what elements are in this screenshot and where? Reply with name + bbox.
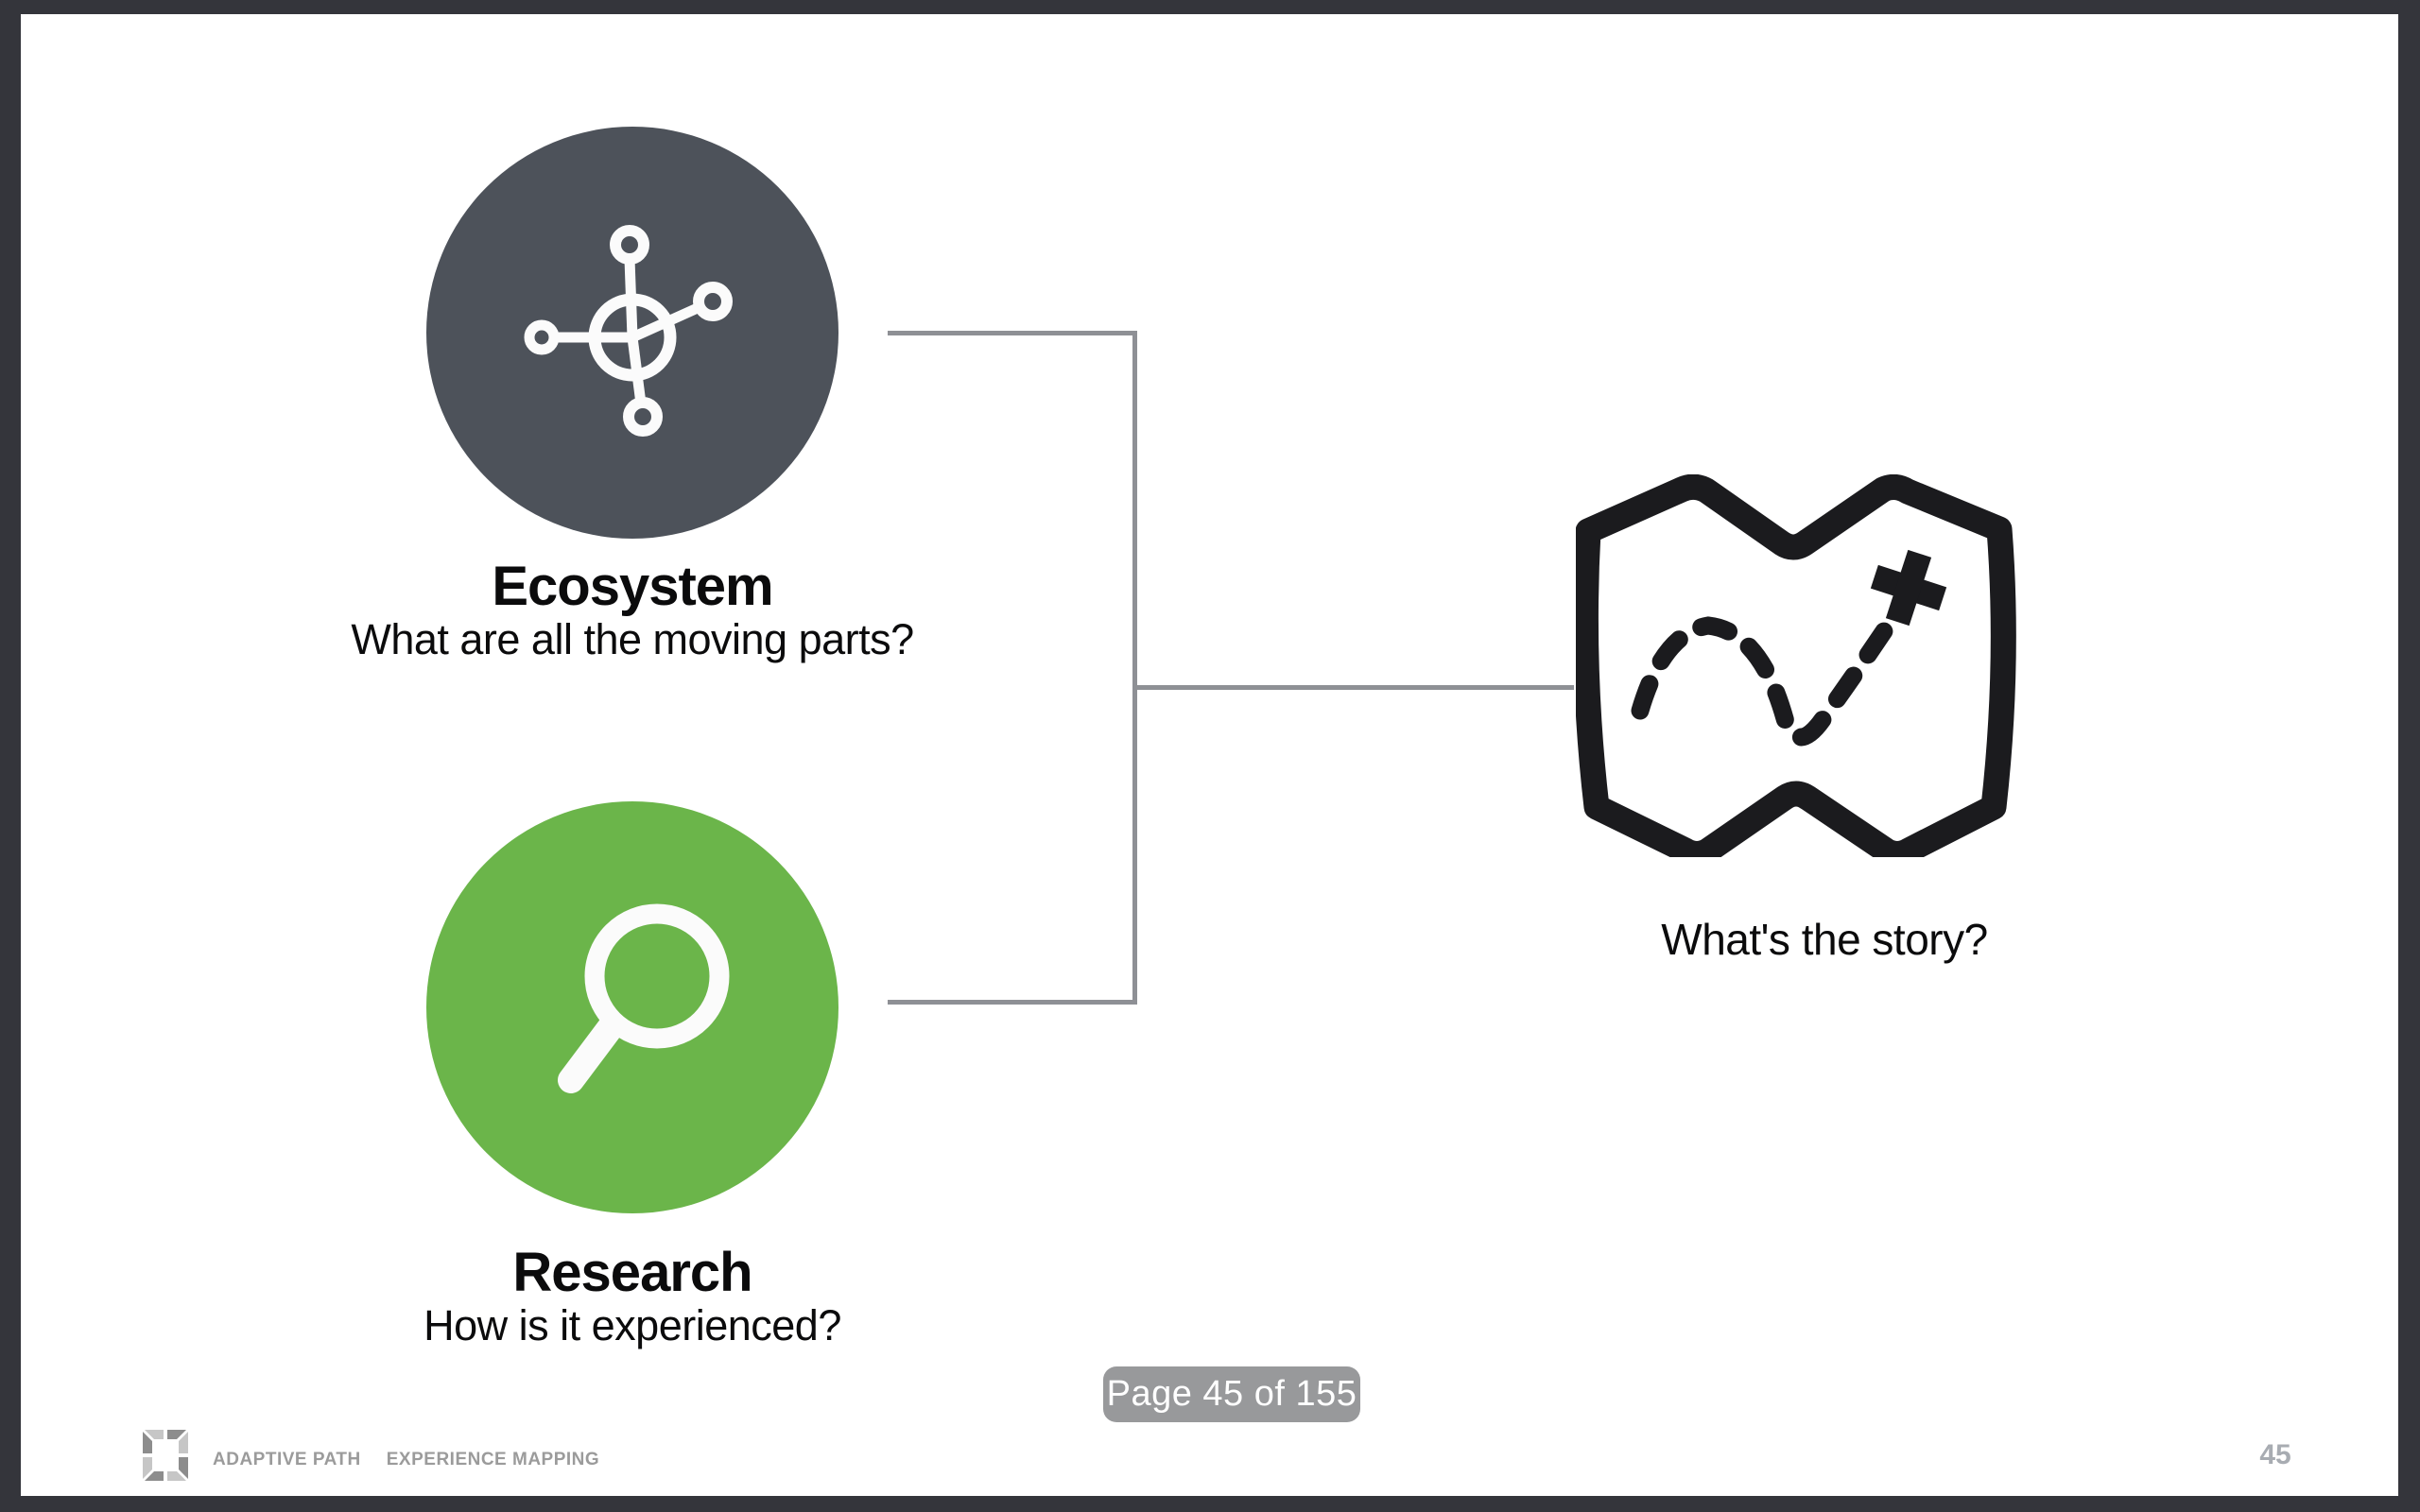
connector-ecosystem-line [888, 331, 1136, 335]
connector-bracket-line [1132, 331, 1137, 1005]
footer-brand-name: ADAPTIVE PATH [213, 1450, 361, 1469]
adaptive-path-logo-icon [141, 1428, 190, 1482]
footer-deck-title: EXPERIENCE MAPPING [386, 1450, 600, 1469]
ecosystem-subtitle: What are all the moving parts? [351, 615, 914, 663]
research-circle [426, 801, 838, 1213]
viewer-page-indicator-badge: Page 45 of 155 [1103, 1366, 1360, 1422]
treasure-map-box [1572, 473, 2091, 867]
ecosystem-title: Ecosystem [492, 556, 773, 617]
connector-result-line [1137, 685, 1574, 690]
story-caption: What's the story? [1661, 915, 1988, 964]
viewer-page-indicator-text: Page 45 of 155 [1106, 1374, 1357, 1414]
research-subtitle: How is it experienced? [424, 1301, 841, 1349]
connector-research-line [888, 1000, 1136, 1005]
slide-canvas: Ecosystem What are all the moving parts?… [21, 14, 2398, 1496]
slide-page-number: 45 [2259, 1439, 2291, 1470]
ecosystem-circle [426, 127, 838, 539]
research-title: Research [512, 1242, 752, 1303]
network-hub-icon [524, 225, 733, 437]
treasure-map-icon [1572, 473, 2016, 867]
magnifier-icon [558, 903, 730, 1093]
footer-brand-row: ADAPTIVE PATH EXPERIENCE MAPPING [213, 1450, 599, 1470]
